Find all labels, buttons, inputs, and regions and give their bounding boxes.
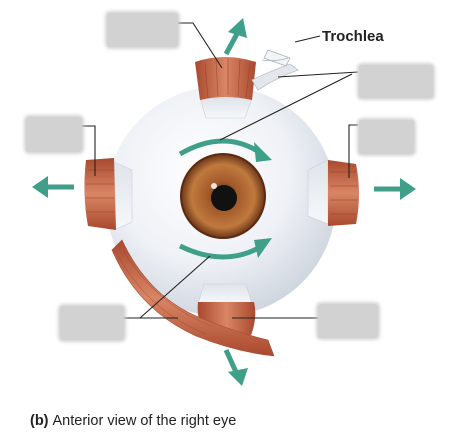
caption-text: Anterior view of the right eye <box>52 413 237 429</box>
figure-caption: (b)Anterior view of the right eye <box>30 413 236 429</box>
arrow-down-right <box>223 348 248 386</box>
rotation-arrow-bottom <box>178 238 272 260</box>
leader-lines <box>82 22 359 319</box>
pupil-highlight <box>211 183 217 189</box>
hidden-label-superior-oblique <box>359 65 433 98</box>
superior-rectus-muscle <box>195 57 256 119</box>
hidden-label-lateral-rectus <box>359 120 414 154</box>
pupil <box>211 185 237 211</box>
medial-rectus-muscle <box>84 158 133 231</box>
label-trochlea: Trochlea <box>322 28 384 45</box>
superior-oblique-tendon <box>251 49 299 91</box>
arrow-up-right <box>223 18 247 56</box>
arrow-left <box>32 176 74 198</box>
iris-rim <box>180 153 266 239</box>
hidden-label-inferior-oblique <box>60 306 124 340</box>
hidden-label-inferior-rectus <box>318 304 378 338</box>
lateral-rectus-muscle <box>307 159 359 226</box>
caption-part: (b) <box>30 413 49 429</box>
arrow-right <box>374 178 416 200</box>
hidden-label-medial-rectus <box>26 117 82 152</box>
hidden-label-superior-rectus <box>107 13 178 47</box>
rotation-arrow-top <box>178 138 272 162</box>
